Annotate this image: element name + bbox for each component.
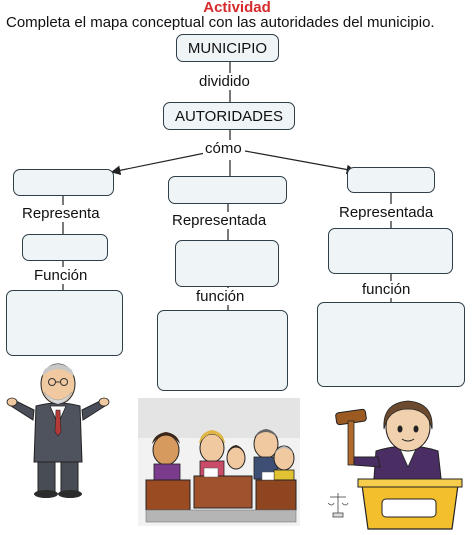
function-label-right: función xyxy=(360,281,413,298)
arrow-left-branch xyxy=(110,150,216,176)
answer-box-left-middle[interactable] xyxy=(22,234,108,261)
connector-label-middle: Representada xyxy=(170,212,269,229)
answer-box-right-middle[interactable] xyxy=(328,228,453,274)
function-label-middle: función xyxy=(194,288,247,305)
answer-box-right-top[interactable] xyxy=(347,167,435,193)
function-label-left: Función xyxy=(32,267,90,284)
connector-label-right: Representada xyxy=(337,204,436,221)
node-autoridades: AUTORIDADES xyxy=(163,102,295,130)
instruction-text: Completa el mapa conceptual con las auto… xyxy=(6,14,435,31)
node-municipio: MUNICIPIO xyxy=(176,34,279,62)
connector-label-left: Representa xyxy=(20,205,102,222)
function-box-right[interactable] xyxy=(317,302,465,387)
function-box-left[interactable] xyxy=(6,290,123,356)
connector-label-como: cómo xyxy=(203,140,244,157)
answer-box-middle-middle[interactable] xyxy=(175,240,279,287)
activity-title: Actividad xyxy=(203,0,271,16)
arrow-right-branch xyxy=(244,150,357,175)
mayor-figure-icon xyxy=(6,363,110,498)
answer-box-middle-top[interactable] xyxy=(168,176,287,204)
judge-with-gavel-icon xyxy=(327,400,463,530)
council-meeting-icon xyxy=(138,398,300,526)
connector-label-dividido: dividido xyxy=(197,73,252,90)
function-box-middle[interactable] xyxy=(157,310,288,391)
answer-box-left-top[interactable] xyxy=(13,169,114,196)
